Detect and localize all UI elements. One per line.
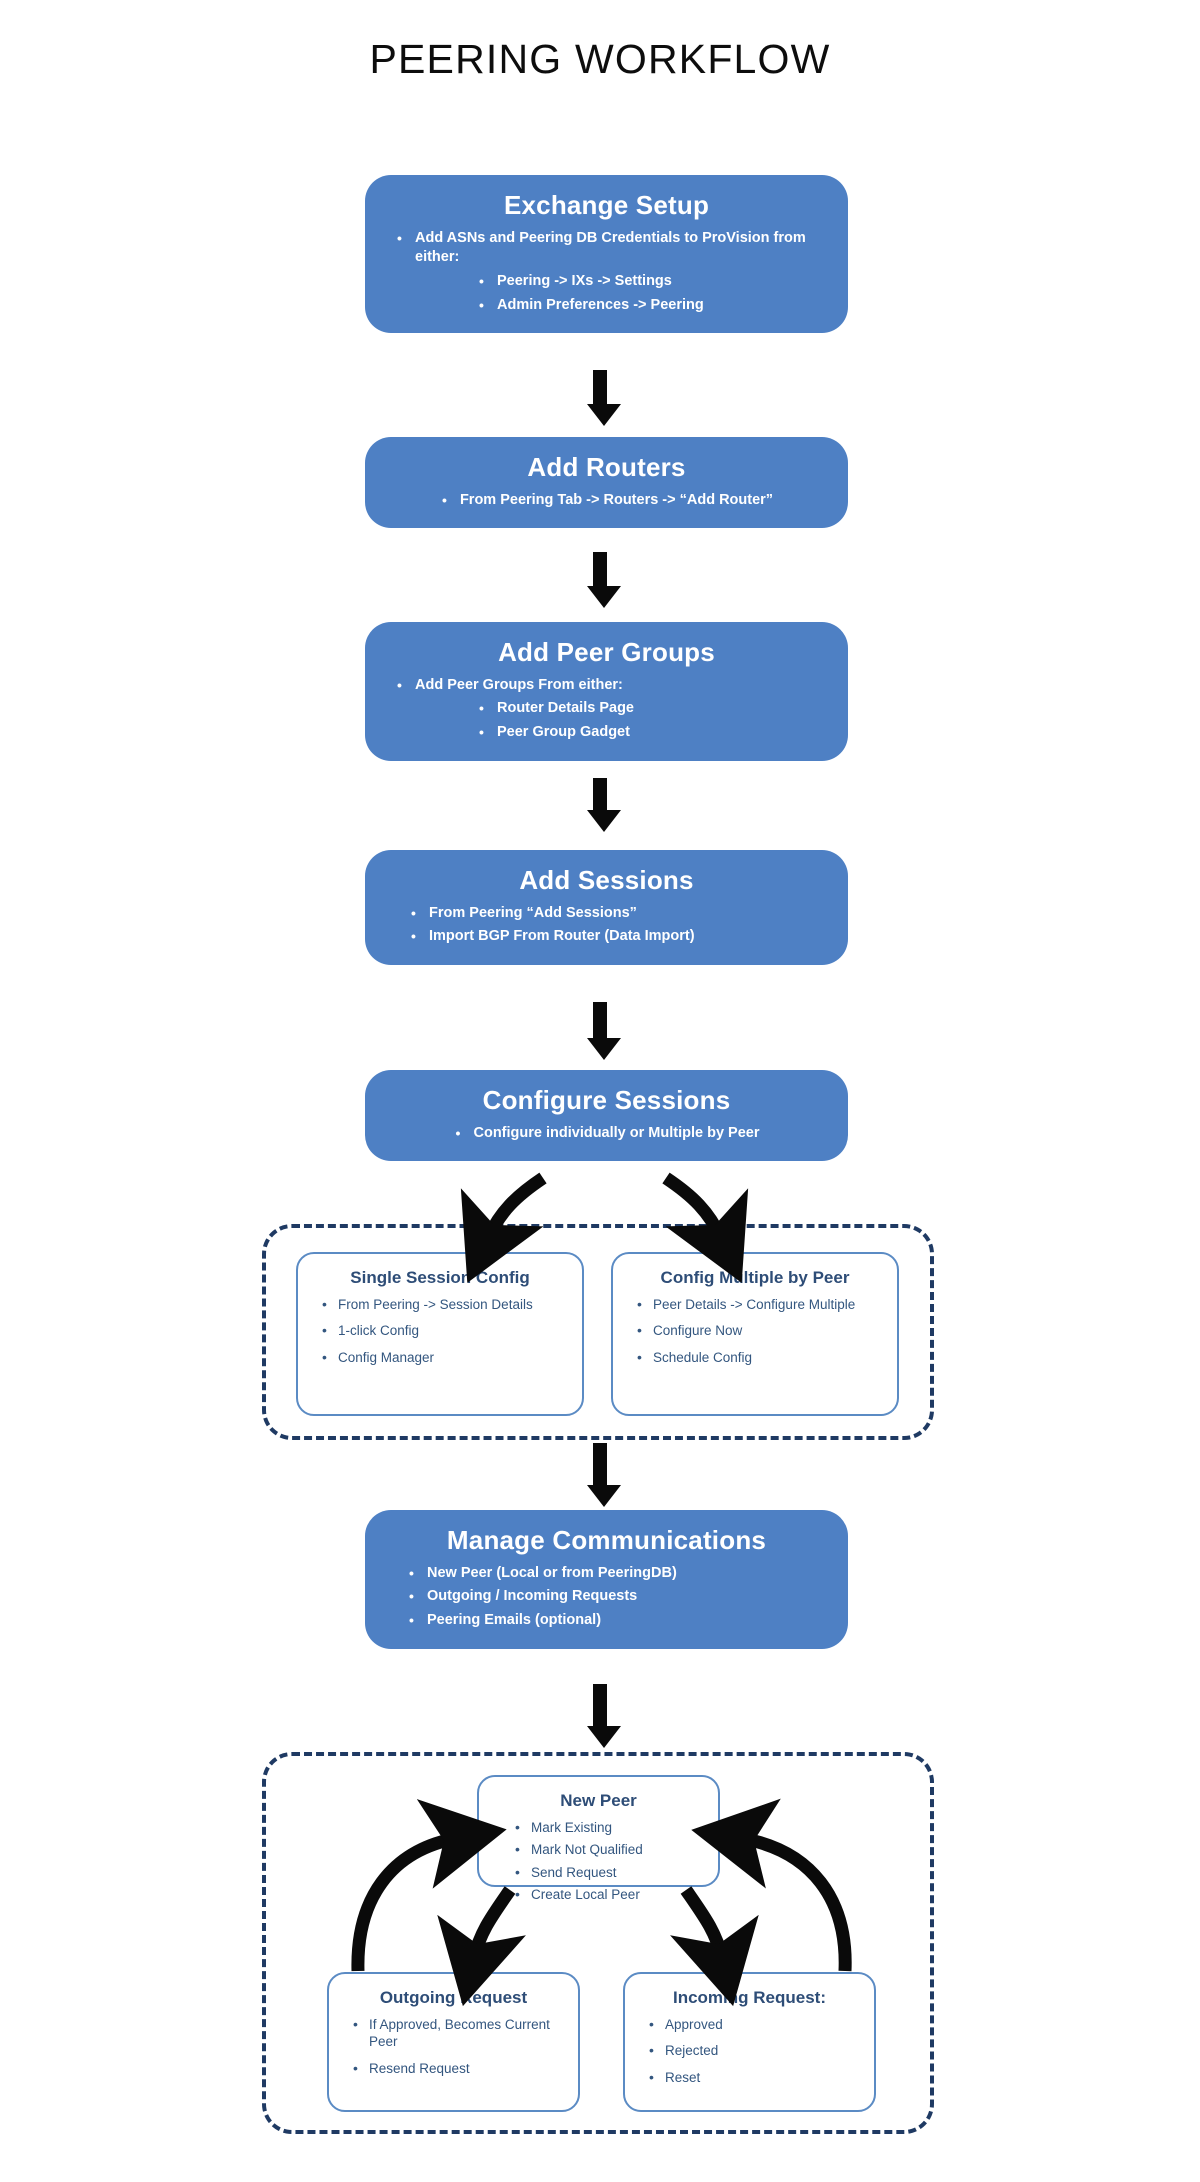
bullet-item: Rejected bbox=[647, 2041, 862, 2060]
bullet-item: Mark Not Qualified bbox=[513, 1840, 706, 1859]
card-single-session-config[interactable]: Single Session Config From Peering -> Se… bbox=[296, 1252, 584, 1416]
step-title: Exchange Setup bbox=[503, 190, 710, 220]
step-bullet-list: From Peering Tab -> Routers -> “Add Rout… bbox=[440, 491, 773, 511]
card-title: New Peer bbox=[560, 1791, 637, 1810]
card-title: Single Session Config bbox=[350, 1268, 530, 1287]
card-bullet-list: If Approved, Becomes Current Peer Resend… bbox=[341, 2015, 566, 2078]
bullet-item: Peering Emails (optional) bbox=[407, 1611, 834, 1631]
arrow-peergroups-to-sessions bbox=[587, 778, 621, 832]
sub-bullet-item: Admin Preferences -> Peering bbox=[477, 296, 834, 316]
card-bullet-list: Peer Details -> Configure Multiple Confi… bbox=[625, 1295, 885, 1367]
step-bullet-list: Add Peer Groups From either: bbox=[395, 676, 834, 696]
card-outgoing-request[interactable]: Outgoing Request If Approved, Becomes Cu… bbox=[327, 1972, 580, 2112]
bullet-item: From Peering Tab -> Routers -> “Add Rout… bbox=[440, 491, 773, 511]
peer-request-group bbox=[262, 1752, 934, 2134]
step-title: Configure Sessions bbox=[482, 1085, 731, 1115]
bullet-item: Mark Existing bbox=[513, 1818, 706, 1837]
bullet-item: From Peering -> Session Details bbox=[320, 1295, 570, 1314]
bullet-item: Add ASNs and Peering DB Credentials to P… bbox=[395, 229, 834, 268]
card-new-peer[interactable]: New Peer Mark Existing Mark Not Qualifie… bbox=[477, 1775, 720, 1903]
step-configure-sessions[interactable]: Configure Sessions Configure individuall… bbox=[365, 1070, 848, 1162]
step-bullet-list: Add ASNs and Peering DB Credentials to P… bbox=[395, 229, 834, 268]
arrow-exchange-to-routers bbox=[587, 370, 621, 426]
sub-bullet-item: Peer Group Gadget bbox=[477, 723, 834, 743]
bullet-item: Resend Request bbox=[351, 2059, 566, 2078]
arrow-routers-to-peergroups bbox=[587, 552, 621, 608]
arrow-sessions-to-configure bbox=[587, 1002, 621, 1060]
config-options-group bbox=[262, 1224, 934, 1440]
page-title: PEERING WORKFLOW bbox=[369, 36, 831, 82]
card-title: Outgoing Request bbox=[379, 1988, 528, 2007]
step-bullet-list: Configure individually or Multiple by Pe… bbox=[453, 1124, 759, 1144]
card-bullet-list: Approved Rejected Reset bbox=[637, 2015, 862, 2087]
step-add-routers[interactable]: Add Routers From Peering Tab -> Routers … bbox=[365, 437, 848, 529]
sub-bullet-item: Peering -> IXs -> Settings bbox=[477, 272, 834, 292]
step-title: Manage Communications bbox=[446, 1525, 767, 1555]
bullet-item: Peer Details -> Configure Multiple bbox=[635, 1295, 885, 1314]
bullet-item: Create Local Peer bbox=[513, 1885, 706, 1904]
card-config-multiple-by-peer[interactable]: Config Multiple by Peer Peer Details -> … bbox=[611, 1252, 899, 1416]
bullet-item: Schedule Config bbox=[635, 1348, 885, 1367]
bullet-item: Outgoing / Incoming Requests bbox=[407, 1587, 834, 1607]
bullet-item: From Peering “Add Sessions” bbox=[409, 904, 834, 924]
step-bullet-list: From Peering “Add Sessions” Import BGP F… bbox=[409, 904, 834, 947]
bullet-item: Configure Now bbox=[635, 1321, 885, 1340]
sub-bullet-item: Router Details Page bbox=[477, 699, 834, 719]
bullet-item: Approved bbox=[647, 2015, 862, 2034]
arrow-config-to-manage bbox=[587, 1443, 621, 1507]
arrow-manage-to-newpeer bbox=[587, 1684, 621, 1748]
bullet-item: 1-click Config bbox=[320, 1321, 570, 1340]
step-exchange-setup[interactable]: Exchange Setup Add ASNs and Peering DB C… bbox=[365, 175, 848, 334]
step-title: Add Routers bbox=[527, 452, 686, 482]
step-title: Add Peer Groups bbox=[498, 637, 715, 667]
step-manage-communications[interactable]: Manage Communications New Peer (Local or… bbox=[365, 1510, 848, 1649]
bullet-item: Add Peer Groups From either: bbox=[395, 676, 834, 696]
card-title: Config Multiple by Peer bbox=[660, 1268, 850, 1287]
bullet-item: Import BGP From Router (Data Import) bbox=[409, 927, 834, 947]
bullet-item: Configure individually or Multiple by Pe… bbox=[453, 1124, 759, 1144]
bullet-item: Send Request bbox=[513, 1863, 706, 1882]
card-incoming-request[interactable]: Incoming Request: Approved Rejected Rese… bbox=[623, 1972, 876, 2112]
bullet-item: Reset bbox=[647, 2068, 862, 2087]
card-bullet-list: From Peering -> Session Details 1-click … bbox=[310, 1295, 570, 1367]
card-bullet-list: Mark Existing Mark Not Qualified Send Re… bbox=[491, 1818, 706, 1904]
step-add-sessions[interactable]: Add Sessions From Peering “Add Sessions”… bbox=[365, 850, 848, 966]
step-title: Add Sessions bbox=[519, 865, 694, 895]
step-bullet-list: New Peer (Local or from PeeringDB) Outgo… bbox=[407, 1564, 834, 1631]
card-title: Incoming Request: bbox=[672, 1988, 826, 2007]
step-sub-bullet-list: Peering -> IXs -> Settings Admin Prefere… bbox=[477, 272, 834, 315]
step-sub-bullet-list: Router Details Page Peer Group Gadget bbox=[477, 699, 834, 742]
bullet-item: If Approved, Becomes Current Peer bbox=[351, 2015, 566, 2051]
bullet-item: New Peer (Local or from PeeringDB) bbox=[407, 1564, 834, 1584]
step-add-peer-groups[interactable]: Add Peer Groups Add Peer Groups From eit… bbox=[365, 622, 848, 761]
bullet-item: Config Manager bbox=[320, 1348, 570, 1367]
